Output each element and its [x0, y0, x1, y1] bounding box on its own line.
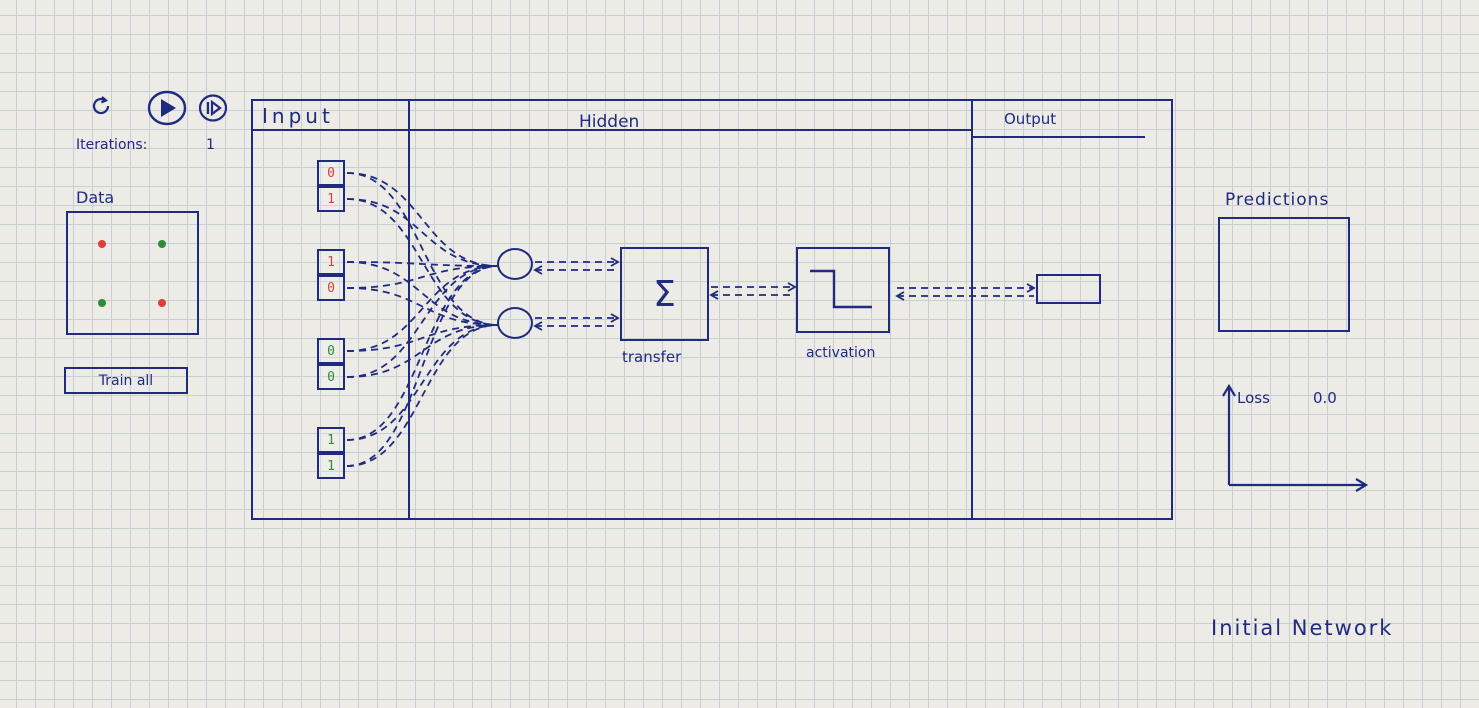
output-node[interactable]	[1036, 274, 1101, 304]
reset-button[interactable]	[86, 94, 116, 122]
activation-label: activation	[806, 345, 876, 361]
data-title: Data	[76, 188, 115, 207]
input-to-neuron-wire	[346, 261, 499, 326]
input-bit[interactable]: 0	[317, 338, 345, 364]
step-function-icon	[808, 267, 874, 317]
input-to-neuron-wire	[346, 265, 499, 441]
transfer-to-activation-wire-arrowhead	[787, 282, 797, 292]
data-point	[157, 298, 166, 307]
input-bit[interactable]: 0	[317, 275, 345, 301]
input-to-neuron-wire	[346, 324, 499, 352]
input-section-title: Input	[262, 104, 334, 128]
input-section	[251, 99, 410, 520]
data-point	[97, 240, 106, 249]
caption: Initial Network	[1211, 616, 1394, 640]
loss-value: 0.0	[1313, 389, 1337, 407]
predictions-title: Predictions	[1225, 190, 1330, 210]
train-all-label: Train all	[98, 372, 154, 389]
loss-chart-axes	[1222, 383, 1369, 492]
data-plot	[66, 211, 199, 335]
input-bit[interactable]: 1	[317, 427, 345, 453]
reset-icon	[89, 94, 113, 122]
neuron1-to-transfer-wire-arrowhead	[610, 257, 620, 267]
neuron1-to-transfer-wire-arrowhead	[533, 265, 543, 275]
loss-label: Loss	[1237, 389, 1270, 407]
input-bit[interactable]: 1	[317, 249, 345, 275]
neuron-2[interactable]	[497, 307, 533, 339]
transfer-label: transfer	[622, 348, 682, 366]
neuron2-to-transfer-wire-arrowhead	[533, 321, 543, 331]
neuron-1[interactable]	[497, 248, 533, 280]
play-icon	[147, 90, 187, 130]
network-frame	[251, 99, 1173, 520]
activation-to-output-wire-arrowhead	[895, 291, 905, 301]
play-button[interactable]	[146, 90, 188, 130]
input-to-neuron-wire	[346, 265, 499, 467]
hidden-section-title: Hidden	[579, 112, 640, 132]
predictions-plot	[1218, 217, 1350, 332]
input-to-neuron-wire	[346, 265, 499, 352]
input-bit[interactable]: 1	[317, 453, 345, 479]
input-to-neuron-wire	[346, 265, 499, 289]
iterations-label: Iterations:	[76, 137, 148, 153]
input-to-neuron-wire	[346, 287, 499, 326]
train-all-button[interactable]: Train all	[64, 367, 188, 394]
sigma-icon: Σ	[653, 273, 676, 315]
input-to-neuron-wire	[346, 172, 499, 267]
header-divider	[251, 129, 410, 131]
input-to-neuron-wire	[346, 324, 499, 378]
iterations-value: 1	[206, 137, 215, 153]
input-to-neuron-wire	[346, 172, 499, 326]
input-bit[interactable]: 0	[317, 364, 345, 390]
activation-box[interactable]	[796, 247, 890, 333]
input-to-neuron-wire	[346, 261, 499, 267]
input-to-neuron-wire	[346, 198, 499, 326]
transfer-to-activation-wire-arrowhead	[709, 290, 719, 300]
output-section-title: Output	[1004, 110, 1057, 128]
header-divider-output	[971, 136, 1145, 138]
input-to-neuron-wire	[346, 324, 499, 441]
activation-to-output-wire-arrowhead	[1026, 283, 1036, 293]
data-point	[97, 298, 106, 307]
data-point	[157, 240, 166, 249]
input-to-neuron-wire	[346, 265, 499, 378]
input-bit[interactable]: 1	[317, 186, 345, 212]
header-divider-hidden	[410, 129, 971, 131]
output-section	[971, 99, 973, 520]
input-bit[interactable]: 0	[317, 160, 345, 186]
transfer-box[interactable]: Σ	[620, 247, 709, 341]
step-button[interactable]	[196, 94, 230, 126]
neuron2-to-transfer-wire-arrowhead	[610, 313, 620, 323]
input-to-neuron-wire	[346, 198, 499, 267]
step-icon	[197, 93, 229, 127]
input-to-neuron-wire	[346, 324, 499, 467]
